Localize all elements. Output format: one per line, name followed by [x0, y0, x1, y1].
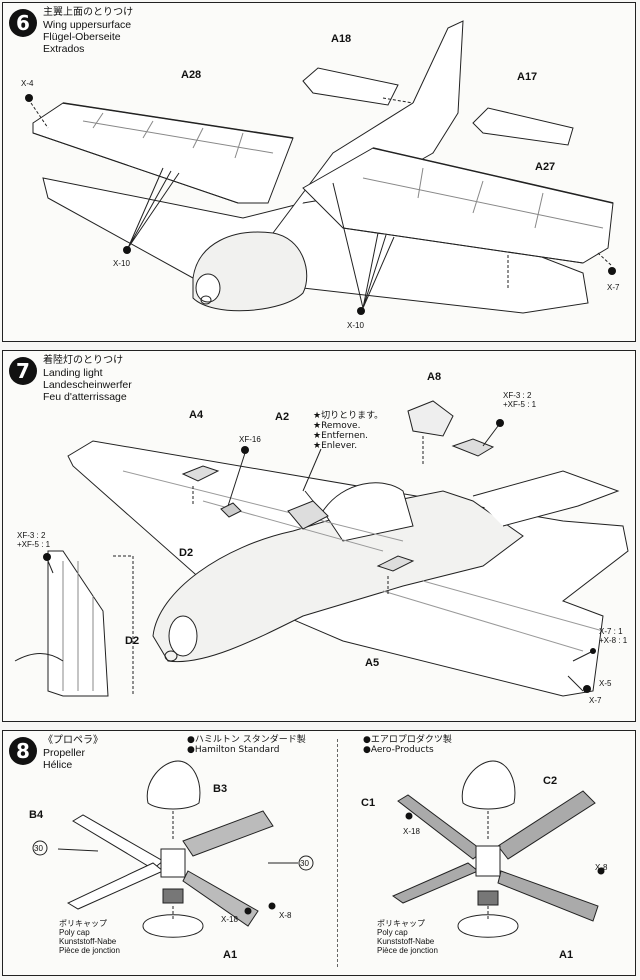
- paint-mix-top-line1: XF-3 : 2: [503, 391, 532, 400]
- maker-right-en: ●Aero-Products: [363, 745, 434, 755]
- title-french: Hélice: [43, 759, 73, 771]
- polycap-left: ポリキャップ Poly cap Kunststoff-Nabe Pièce de…: [59, 919, 120, 955]
- polycap-right-de: Kunststoff-Nabe: [377, 937, 435, 946]
- paint-label-x5: X-5: [599, 679, 612, 688]
- count-badge-right: 30: [300, 859, 309, 868]
- title-japanese: 《プロペラ》: [43, 735, 103, 746]
- paint-mix-right: X-7 : 1 +X-8 : 1: [599, 627, 627, 645]
- paint-label-x7: X-7: [589, 696, 602, 705]
- screw-label-x10-center: X-10: [347, 321, 364, 330]
- step-number: 6: [9, 9, 37, 37]
- part-label-a4: A4: [189, 409, 204, 421]
- maker-left-en: ●Hamilton Standard: [187, 745, 280, 755]
- wing-assembly-drawing: [25, 20, 616, 315]
- title-english: Wing uppersurface: [43, 19, 132, 31]
- part-label-a28: A28: [181, 69, 202, 81]
- maker-right: ●エアロプロダクツ製 ●Aero-Products: [363, 735, 452, 755]
- paint-label-xf16: XF-16: [239, 435, 261, 444]
- maker-left-jp: ●ハミルトン スタンダード製: [187, 735, 306, 745]
- remove-note-en: ★Remove.: [313, 421, 361, 431]
- polycap-right-fr: Pièce de jonction: [377, 946, 438, 955]
- title-german: Landescheinwerfer: [43, 379, 132, 391]
- polycap-left-fr: Pièce de jonction: [59, 946, 120, 955]
- remove-note: ★切りとります。 ★Remove. ★Entfernen. ★Enlever.: [313, 411, 383, 451]
- screw-label-x4: X-4: [21, 79, 34, 88]
- polycap-left-en: Poly cap: [59, 928, 90, 937]
- part-label-b3: B3: [213, 783, 228, 795]
- count-badge-left: 30: [34, 844, 43, 853]
- part-label-b4: B4: [29, 809, 44, 821]
- paint-label-x18-left: X-18: [221, 915, 238, 924]
- paint-label-x18-right: X-18: [403, 827, 420, 836]
- step-number: 7: [9, 357, 37, 385]
- step-title: 《プロペラ》 Propeller Hélice: [43, 735, 103, 771]
- paint-mix-right-line2: +X-8 : 1: [599, 636, 628, 645]
- paint-mix-left-line2: +XF-5 : 1: [17, 540, 51, 549]
- title-japanese: 主翼上面のとりつけ: [43, 7, 134, 18]
- paint-mix-left: XF-3 : 2 +XF-5 : 1: [17, 531, 50, 549]
- remove-note-jp: ★切りとります。: [313, 411, 384, 421]
- part-label-a1-left: A1: [223, 949, 238, 961]
- paint-label-x8-right: X-8: [595, 863, 608, 872]
- polycap-right-jp: ポリキャップ: [377, 919, 425, 928]
- part-label-a18: A18: [331, 33, 352, 45]
- polycap-left-jp: ポリキャップ: [59, 919, 107, 928]
- title-french: Extrados: [43, 43, 85, 55]
- propeller-drawing: [32, 760, 605, 938]
- part-label-a2: A2: [275, 411, 290, 423]
- part-label-a17: A17: [517, 71, 538, 83]
- polycap-right-en: Poly cap: [377, 928, 408, 937]
- polycap-right: ポリキャップ Poly cap Kunststoff-Nabe Pièce de…: [377, 919, 438, 955]
- step-7-panel: 7 着陸灯のとりつけ Landing light Landescheinwerf…: [2, 350, 636, 722]
- screw-label-x10-left: X-10: [113, 259, 130, 268]
- title-japanese: 着陸灯のとりつけ: [43, 355, 124, 366]
- title-german: Flügel-Oberseite: [43, 31, 121, 43]
- paint-mix-left-line1: XF-3 : 2: [17, 531, 46, 540]
- maker-left: ●ハミルトン スタンダード製 ●Hamilton Standard: [187, 735, 306, 755]
- part-label-a1-right: A1: [559, 949, 574, 961]
- step-title: 主翼上面のとりつけ Wing uppersurface Flügel-Obers…: [43, 7, 133, 55]
- step-6-panel: 6 主翼上面のとりつけ Wing uppersurface Flügel-Obe…: [2, 2, 636, 342]
- step-8-panel: 8 《プロペラ》 Propeller Hélice ●ハミルトン スタンダード製…: [2, 730, 636, 976]
- paint-mix-top: XF-3 : 2 +XF-5 : 1: [503, 391, 536, 409]
- part-label-a8: A8: [427, 371, 442, 383]
- maker-right-jp: ●エアロプロダクツ製: [363, 735, 452, 745]
- landing-light-drawing: [14, 400, 629, 697]
- title-french: Feu d'atterrissage: [43, 391, 127, 403]
- part-label-d2-left: D2: [179, 547, 194, 559]
- step-title: 着陸灯のとりつけ Landing light Landescheinwerfer…: [43, 355, 132, 403]
- part-label-d2-inset: D2: [125, 635, 140, 647]
- section-divider: [337, 739, 338, 967]
- remove-note-fr: ★Enlever.: [313, 441, 358, 451]
- title-english: Landing light: [43, 367, 103, 379]
- part-label-c2: C2: [543, 775, 558, 787]
- paint-label-x8-left: X-8: [279, 911, 292, 920]
- part-label-c1: C1: [361, 797, 376, 809]
- paint-mix-right-line1: X-7 : 1: [599, 627, 623, 636]
- part-label-a5: A5: [365, 657, 380, 669]
- polycap-left-de: Kunststoff-Nabe: [59, 937, 117, 946]
- step-number: 8: [9, 737, 37, 765]
- remove-note-de: ★Entfernen.: [313, 431, 369, 441]
- paint-mix-top-line2: +XF-5 : 1: [503, 400, 537, 409]
- screw-label-x7: X-7: [607, 283, 620, 292]
- part-label-a27: A27: [535, 161, 556, 173]
- title-english: Propeller: [43, 747, 86, 759]
